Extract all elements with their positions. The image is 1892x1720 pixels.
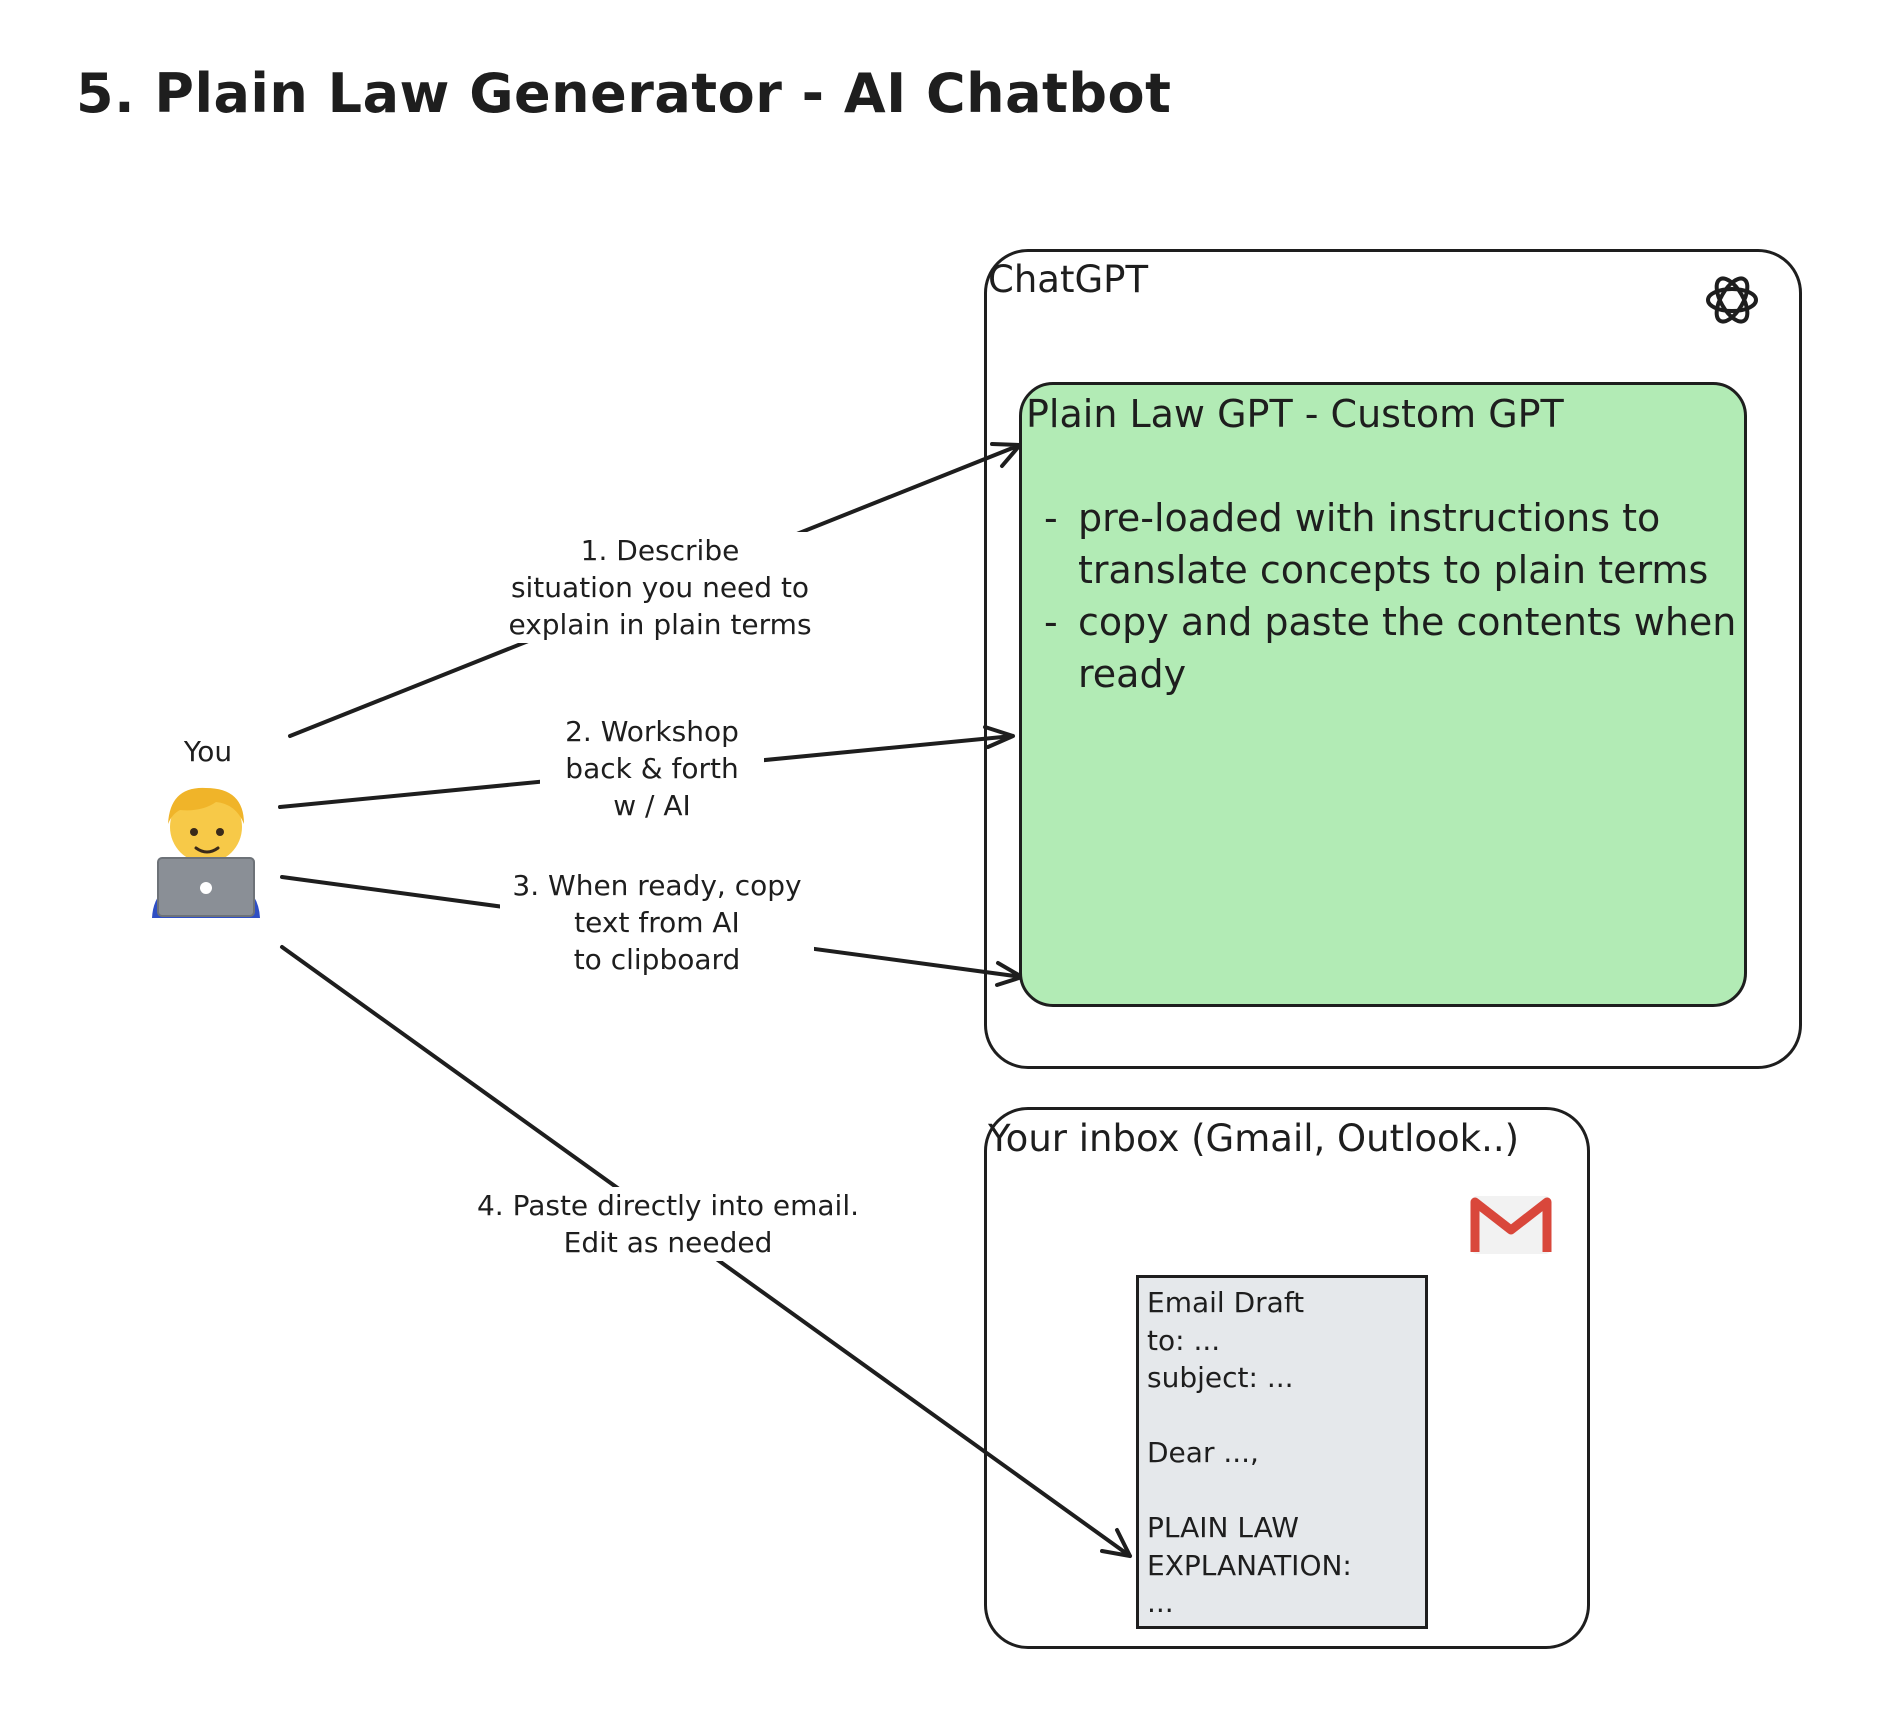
- gmail-logo-icon: [1470, 1196, 1552, 1254]
- inbox-title: Your inbox (Gmail, Outlook..): [988, 1117, 1520, 1160]
- chatgpt-title: ChatGPT: [988, 258, 1149, 301]
- step-2-label: 2. Workshop back & forth w / AI: [540, 713, 764, 824]
- custom-gpt-bullets: pre-loaded with instructions to translat…: [1040, 492, 1740, 700]
- custom-gpt-bullet: pre-loaded with instructions to translat…: [1040, 492, 1740, 596]
- step-3-label: 3. When ready, copy text from AI to clip…: [500, 867, 814, 978]
- email-draft-subject: subject: ...: [1147, 1361, 1294, 1394]
- email-draft-heading: Email Draft: [1147, 1286, 1305, 1319]
- email-draft-body: ...: [1147, 1586, 1174, 1619]
- openai-logo-icon: [1706, 276, 1758, 324]
- email-draft-body: EXPLANATION:: [1147, 1548, 1352, 1582]
- you-label: You: [183, 735, 233, 768]
- email-draft-greeting: Dear ...,: [1147, 1436, 1259, 1469]
- technologist-icon: [152, 787, 260, 918]
- chatgpt-container: [984, 249, 1802, 1069]
- email-draft-body: PLAIN LAW: [1147, 1511, 1299, 1544]
- page-title: 5. Plain Law Generator - AI Chatbot: [76, 62, 1172, 125]
- inbox-container: [984, 1107, 1590, 1649]
- email-draft-to: to: ...: [1147, 1323, 1221, 1357]
- step-1-label: 1. Describe situation you need to explai…: [488, 532, 832, 643]
- email-draft-spacer: [1147, 1472, 1417, 1510]
- step-4-label: 4. Paste directly into email. Edit as ne…: [454, 1187, 882, 1261]
- email-draft-spacer: [1147, 1397, 1417, 1435]
- custom-gpt-bullet: copy and paste the contents when ready: [1040, 596, 1740, 700]
- email-draft: Email Draft to: ... subject: ... Dear ..…: [1136, 1275, 1428, 1629]
- custom-gpt-title: Plain Law GPT - Custom GPT: [1026, 392, 1564, 436]
